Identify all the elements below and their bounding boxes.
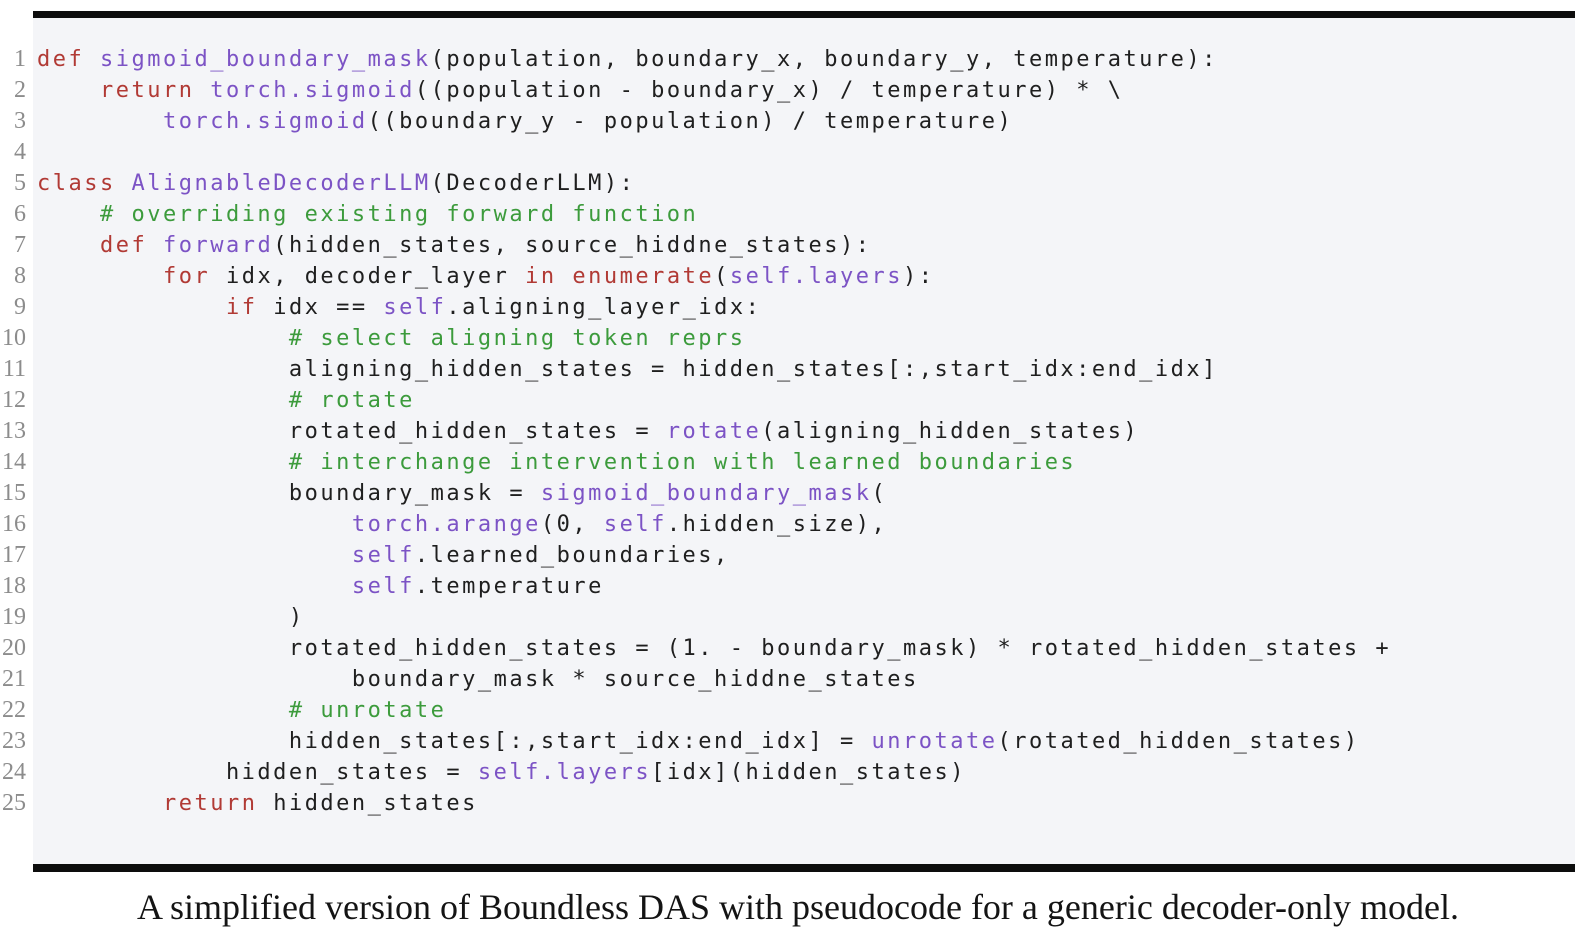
code-text: rotated_hidden_states = rotate(aligning_… (37, 419, 1140, 444)
code-line: 20 rotated_hidden_states = (1. - boundar… (0, 633, 1575, 664)
code-text: boundary_mask * source_hiddne_states (37, 667, 919, 692)
code-text: aligning_hidden_states = hidden_states[:… (37, 357, 1218, 382)
code-text: hidden_states = self.layers[idx](hidden_… (37, 760, 966, 785)
code-line: 18 self.temperature (0, 571, 1575, 602)
line-number: 18 (2, 573, 26, 599)
line-number: 25 (2, 790, 26, 816)
code-line: 9 if idx == self.aligning_layer_idx: (0, 292, 1575, 323)
code-text: def sigmoid_boundary_mask(population, bo… (37, 47, 1218, 72)
code-line: 11 aligning_hidden_states = hidden_state… (0, 354, 1575, 385)
code-line: 24 hidden_states = self.layers[idx](hidd… (0, 757, 1575, 788)
code-text: torch.arange(0, self.hidden_size), (351, 512, 888, 537)
line-number: 2 (14, 77, 26, 103)
code-line: 25 return hidden_states (0, 788, 1575, 819)
line-number: 20 (2, 635, 26, 661)
line-number: 4 (14, 139, 26, 165)
code-line: 14 # interchange intervention with learn… (0, 447, 1575, 478)
code-line: 23 hidden_states[:,start_idx:end_idx] = … (0, 726, 1575, 757)
code-figure: 1 def sigmoid_boundary_mask(population, b… (0, 11, 1596, 928)
code-line: 8 for idx, decoder_layer in enumerate(se… (0, 261, 1575, 292)
line-number: 8 (14, 263, 26, 289)
line-number: 22 (2, 697, 26, 723)
code-text: # interchange intervention with learned … (288, 450, 1077, 475)
line-number: 6 (14, 201, 26, 227)
line-number: 7 (14, 232, 26, 258)
code-line: 4 (0, 137, 1575, 168)
code-text: return torch.sigmoid((population - bound… (99, 78, 1124, 103)
code-line: 15 boundary_mask = sigmoid_boundary_mask… (0, 478, 1575, 509)
code-text: class AlignableDecoderLLM(DecoderLLM): (37, 171, 636, 196)
code-text: if idx == self.aligning_layer_idx: (225, 295, 762, 320)
line-number: 9 (14, 294, 26, 320)
code-text: # select aligning token reprs (288, 326, 746, 351)
code-line: 19 ) (0, 602, 1575, 633)
line-number: 16 (2, 511, 26, 537)
code-text: self.learned_boundaries, (351, 543, 730, 568)
code-line: 10 # select aligning token reprs (0, 323, 1575, 354)
figure-caption: A simplified version of Boundless DAS wi… (137, 887, 1459, 927)
top-rule (33, 11, 1575, 18)
code-line: 16 torch.arange(0, self.hidden_size), (0, 509, 1575, 540)
line-number: 21 (2, 666, 26, 692)
line-number: 13 (2, 418, 26, 444)
code-text: hidden_states[:,start_idx:end_idx] = unr… (37, 729, 1360, 754)
code-listing: 1 def sigmoid_boundary_mask(population, b… (0, 18, 1575, 864)
code-line: 2 return torch.sigmoid((population - bou… (0, 75, 1575, 106)
line-number: 5 (14, 170, 26, 196)
line-number: 1 (14, 46, 26, 72)
code-text: torch.sigmoid((boundary_y - population) … (162, 109, 1014, 134)
code-line: 1 def sigmoid_boundary_mask(population, b… (0, 44, 1575, 75)
code-line: 3 torch.sigmoid((boundary_y - population… (0, 106, 1575, 137)
code-text: # unrotate (288, 698, 447, 723)
line-number: 3 (14, 108, 26, 134)
line-number: 19 (2, 604, 26, 630)
line-number: 17 (2, 542, 26, 568)
line-number: 14 (2, 449, 26, 475)
code-text: rotated_hidden_states = (1. - boundary_m… (37, 636, 1392, 661)
bottom-rule (33, 864, 1575, 872)
code-line: 17 self.learned_boundaries, (0, 540, 1575, 571)
line-number: 23 (2, 728, 26, 754)
code-text: ) (37, 605, 305, 630)
code-text: def forward(hidden_states, source_hiddne… (99, 233, 872, 258)
code-text: return hidden_states (162, 791, 478, 816)
code-line: 5 class AlignableDecoderLLM(DecoderLLM): (0, 168, 1575, 199)
code-text: self.temperature (351, 574, 604, 599)
code-line: 22 # unrotate (0, 695, 1575, 726)
line-number: 12 (2, 387, 26, 413)
code-text: # overriding existing forward function (99, 202, 699, 227)
line-number: 15 (2, 480, 26, 506)
code-text: for idx, decoder_layer in enumerate(self… (162, 264, 935, 289)
code-line: 6 # overriding existing forward function (0, 199, 1575, 230)
code-text: boundary_mask = sigmoid_boundary_mask( (37, 481, 888, 506)
code-line: 12 # rotate (0, 385, 1575, 416)
code-text: # rotate (288, 388, 415, 413)
line-number: 24 (2, 759, 26, 785)
line-number: 10 (2, 325, 26, 351)
code-line: 13 rotated_hidden_states = rotate(aligni… (0, 416, 1575, 447)
line-number: 11 (2, 356, 26, 382)
code-line: 7 def forward(hidden_states, source_hidd… (0, 230, 1575, 261)
code-text (33, 137, 37, 168)
code-line: 21 boundary_mask * source_hiddne_states (0, 664, 1575, 695)
